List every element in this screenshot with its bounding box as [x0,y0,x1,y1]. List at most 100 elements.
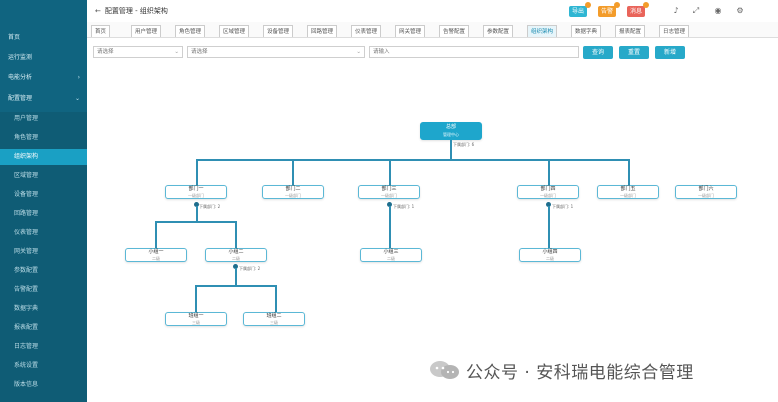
sidebar-subitem-version[interactable]: 版本信息 [14,381,39,388]
export-button[interactable]: 导出 [569,6,587,17]
sidebar-subitem-report[interactable]: 报表配置 [14,324,39,331]
sidebar-subitem-system[interactable]: 系统设置 [14,362,39,369]
tab-roles[interactable]: 角色管理 [175,25,206,37]
node-name: 小组三 [383,249,399,255]
node-subtitle: 二级 [152,256,160,261]
expand-toggle-icon[interactable] [194,202,199,207]
org-node-root[interactable]: 总部 管理中心 [420,122,482,140]
select-field-1[interactable]: 请选择⌄ [93,46,183,58]
node-subtitle: 一级部门 [381,193,397,198]
tab-report[interactable]: 报表配置 [615,25,646,37]
expand-toggle-icon[interactable] [546,202,551,207]
sidebar-subitem-dict[interactable]: 数据字典 [14,305,39,312]
org-chart: 总部 管理中心 下属部门: 6 部门一一级部门 部门二一级部门 部门三一级部门 … [87,66,778,402]
search-input[interactable]: 请输入 [369,46,579,58]
reset-button[interactable]: 重置 [619,46,649,59]
user-icon[interactable]: ◉ [714,6,722,15]
connector-line [235,268,237,285]
connector-line [155,221,157,249]
node-subtitle: 一级部门 [540,193,556,198]
sidebar-subitem-log[interactable]: 日志管理 [14,343,39,350]
wechat-logo-icon [428,360,462,380]
settings-icon[interactable]: ⚙ [736,6,744,15]
node-name: 部门四 [540,186,556,192]
tab-gateway[interactable]: 网关管理 [395,25,426,37]
tab-alarm[interactable]: 告警配置 [439,25,470,37]
connector-line [195,285,277,287]
sidebar-subitem-meter[interactable]: 仪表管理 [14,229,39,236]
tab-device[interactable]: 设备管理 [263,25,294,37]
tab-params[interactable]: 参数配置 [483,25,514,37]
tab-circuit[interactable]: 回路管理 [307,25,338,37]
message-button[interactable]: 消息 [627,6,645,17]
sidebar-subitem-device[interactable]: 设备管理 [14,191,39,198]
notification-badge [585,2,591,8]
sidebar-subitem-alarm[interactable]: 告警配置 [14,286,39,293]
tab-area[interactable]: 区域管理 [219,25,250,37]
connector-line [628,159,630,186]
org-node-level1[interactable]: 部门一一级部门 [165,185,227,199]
node-subtitle: 一级部门 [620,193,636,198]
org-node-level1[interactable]: 部门四一级部门 [517,185,579,199]
sidebar-subitem-params[interactable]: 参数配置 [14,267,39,274]
select-field-2[interactable]: 请选择 ⌄ [187,46,365,58]
node-name: 总部 [445,124,456,130]
sidebar-item-label: 运行监测 [8,54,33,61]
connector-line [196,206,198,221]
sidebar-item-analysis[interactable]: 电能分析› [0,70,87,86]
page-title-text: 配置管理 - 组织架构 [104,7,168,15]
bell-icon[interactable]: ♪ [673,6,679,15]
chevron-down-icon: ⌄ [356,49,361,55]
node-subtitle: 管理中心 [443,132,459,137]
sidebar-subitem-users[interactable]: 用户管理 [14,115,39,122]
alarm-button[interactable]: 告警 [598,6,616,17]
search-button[interactable]: 查询 [583,46,613,59]
org-node-level3[interactable]: 班组二三级 [243,312,305,326]
filter-bar: 请选择⌄ 请选择⌄ 请输入 查询 重置 新增 [87,44,778,60]
watermark: 公众号 · 安科瑞电能综合管理 [428,358,694,383]
org-node-level1[interactable]: 部门三一级部门 [358,185,420,199]
connector-line [155,221,237,223]
tab-users[interactable]: 用户管理 [131,25,162,37]
connector-line [275,285,277,313]
sidebar-item-config[interactable]: 配置管理⌄ [0,91,87,107]
add-button[interactable]: 新增 [655,46,685,59]
chevron-right-icon: › [77,74,80,81]
select-value: 请选择 [191,49,208,55]
node-subtitle: 二级 [232,256,240,261]
connector-line [389,206,391,249]
org-node-level2[interactable]: 小组二二级 [205,248,267,262]
input-placeholder: 请输入 [373,49,390,55]
connector-line [548,206,550,249]
node-name: 班组二 [266,313,282,319]
connector-line [196,159,198,186]
back-arrow-icon[interactable]: ← [95,7,101,15]
org-node-level2[interactable]: 小组四二级 [519,248,581,262]
node-tooltip: 下属部门: 2 [199,204,221,209]
org-node-level3[interactable]: 班组一三级 [165,312,227,326]
expand-toggle-icon[interactable] [387,202,392,207]
expand-toggle-icon[interactable] [233,264,238,269]
sidebar-subitem-org[interactable]: 组织架构 [0,149,87,165]
sidebar-subitem-gateway[interactable]: 网关管理 [14,248,39,255]
org-node-level2[interactable]: 小组三二级 [360,248,422,262]
tab-org[interactable]: 组织架构 [527,25,558,37]
org-node-level1[interactable]: 部门五一级部门 [597,185,659,199]
tab-meter[interactable]: 仪表管理 [351,25,382,37]
sidebar-subitem-area[interactable]: 区域管理 [14,172,39,179]
org-node-level1[interactable]: 部门六一级部门 [675,185,737,199]
sidebar-subitem-roles[interactable]: 角色管理 [14,134,39,141]
tab-home[interactable]: 首页 [91,25,111,37]
sidebar-item-monitor[interactable]: 运行监测 [0,50,87,66]
sidebar-item-home[interactable]: 首页 [0,30,87,46]
org-node-level2[interactable]: 小组一二级 [125,248,187,262]
fullscreen-icon[interactable]: ⤢ [692,6,700,15]
org-node-level1[interactable]: 部门二一级部门 [262,185,324,199]
chevron-down-icon: ⌄ [74,95,80,102]
connector-line [235,221,237,249]
tab-dict[interactable]: 数据字典 [571,25,602,37]
node-name: 小组二 [228,249,244,255]
tab-log[interactable]: 日志管理 [659,25,690,37]
sidebar-subitem-circuit[interactable]: 回路管理 [14,210,39,217]
